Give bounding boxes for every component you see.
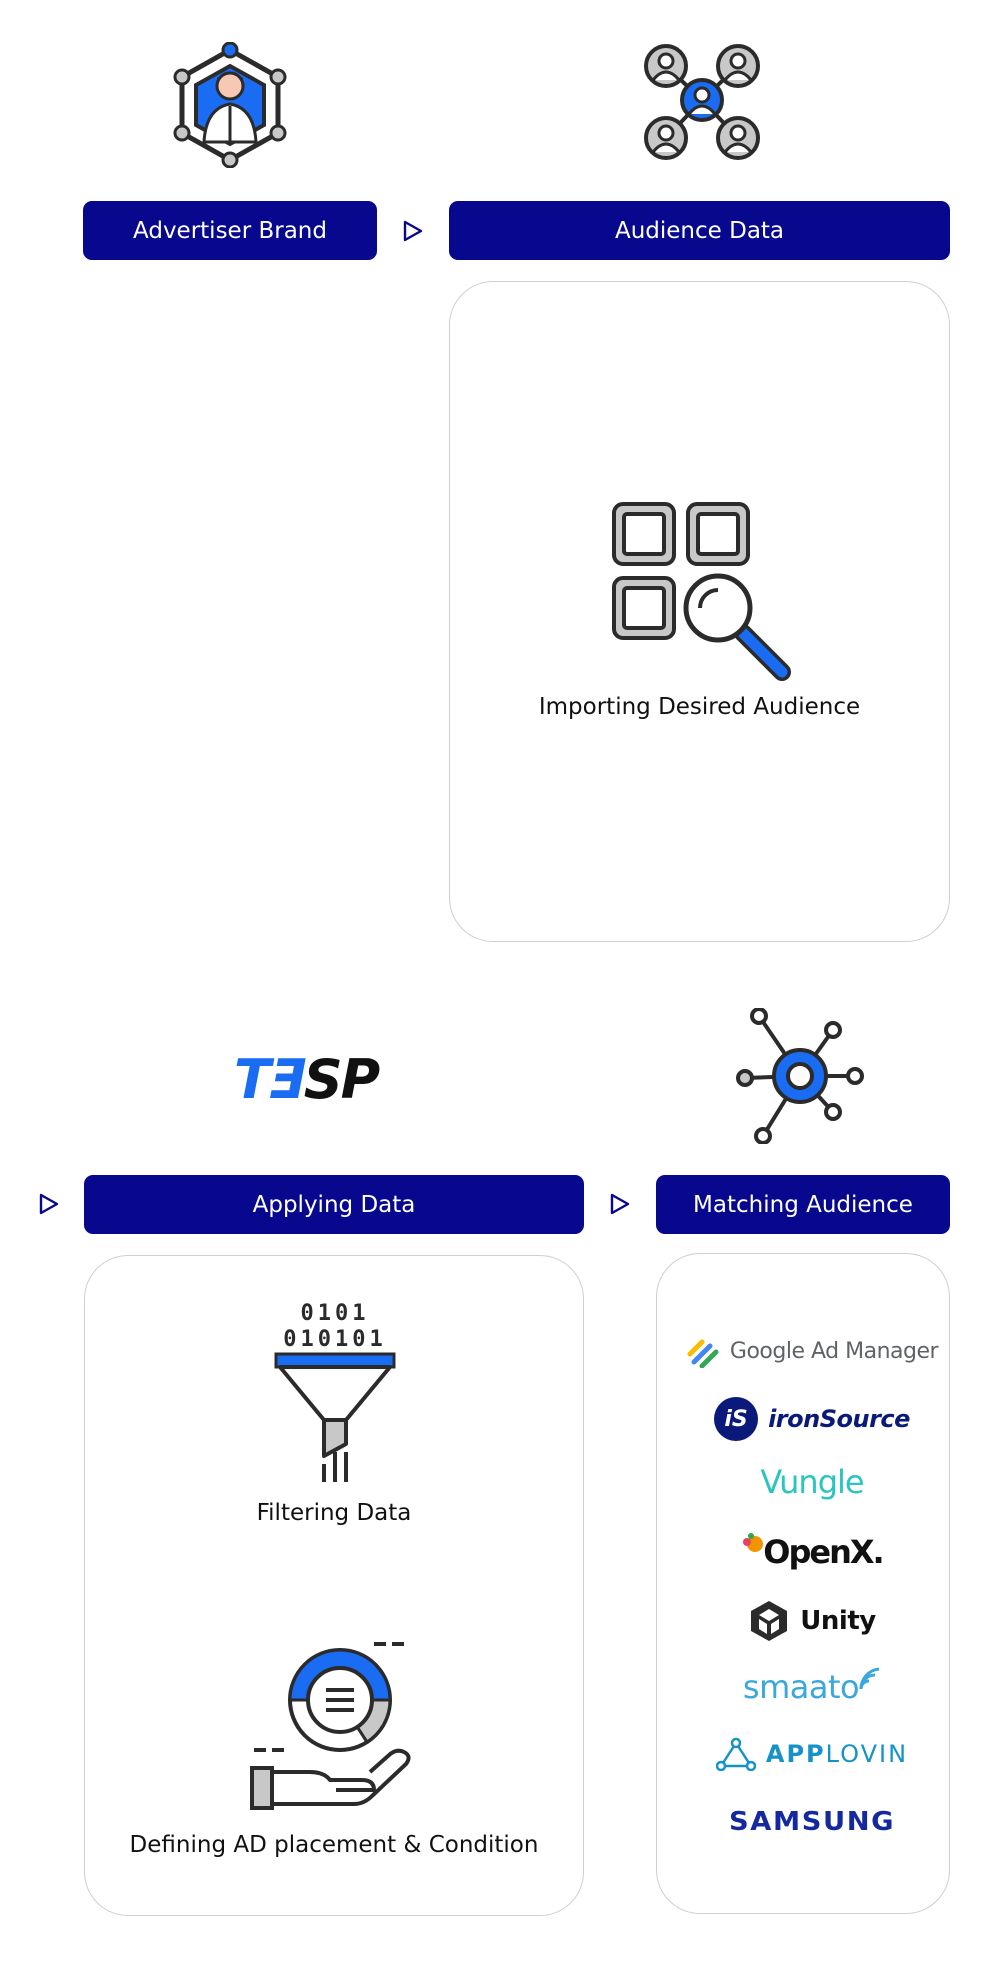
audience-network-icon — [644, 44, 760, 160]
applovin-name-light: LOVIN — [825, 1740, 909, 1768]
tdsp-logo-part2: SP — [303, 1047, 380, 1111]
flow-arrow-icon — [403, 220, 423, 242]
tdsp-logo-part1: TƎ — [234, 1047, 306, 1111]
matching-audience-label: Matching Audience — [693, 1191, 913, 1218]
partner-vungle: Vungle — [664, 1460, 960, 1504]
samsung-name: SAMSUNG — [728, 1807, 896, 1837]
audience-data-pill: Audience Data — [449, 201, 950, 260]
partner-samsung: SAMSUNG — [664, 1800, 960, 1844]
partner-google-ad-manager: Google Ad Manager — [664, 1330, 960, 1372]
ironsource-icon: iS — [714, 1397, 759, 1441]
smaato-signal-icon — [859, 1667, 880, 1690]
importing-audience-caption: Importing Desired Audience — [538, 694, 861, 720]
unity-name: Unity — [800, 1606, 876, 1636]
applying-data-pill: Applying Data — [84, 1175, 584, 1234]
partner-openx: OpenX. — [664, 1526, 960, 1578]
partner-applovin: APPLOVIN — [664, 1732, 960, 1776]
ad-placement-caption: Defining AD placement & Condition — [129, 1832, 539, 1858]
matching-audience-pill: Matching Audience — [656, 1175, 950, 1234]
openx-name: OpenX. — [763, 1533, 884, 1571]
advertiser-brand-icon — [173, 42, 287, 168]
google-ad-manager-name: Google Ad Manager — [729, 1338, 939, 1364]
audience-data-label: Audience Data — [614, 217, 785, 244]
flow-arrow-icon — [610, 1193, 630, 1215]
ironsource-name: ironSource — [768, 1405, 910, 1433]
smaato-name: smaato — [742, 1668, 860, 1706]
binary-bottom-text: 010101 — [283, 1327, 386, 1352]
unity-cube-icon — [751, 1601, 788, 1641]
partner-smaato: smaato — [664, 1664, 960, 1710]
vungle-name: Vungle — [760, 1463, 864, 1501]
ad-placement-hand-icon — [250, 1642, 411, 1810]
advertiser-brand-label: Advertiser Brand — [133, 217, 327, 244]
ironsource-badge-text: iS — [724, 1406, 748, 1432]
partner-ironsource: iS ironSource — [664, 1396, 960, 1442]
applovin-icon — [715, 1737, 756, 1771]
grid-search-icon — [612, 502, 791, 681]
filtering-data-caption: Filtering Data — [256, 1500, 412, 1526]
hub-network-icon — [736, 1008, 864, 1144]
google-ad-manager-icon — [687, 1339, 719, 1368]
binary-top-text: 0101 — [301, 1301, 370, 1326]
applovin-name-bold: APP — [765, 1740, 826, 1768]
partner-unity: Unity — [664, 1596, 960, 1646]
openx-dots-icon — [743, 1533, 764, 1552]
flow-arrow-icon — [39, 1193, 59, 1215]
applying-data-label: Applying Data — [252, 1191, 416, 1218]
advertiser-brand-pill: Advertiser Brand — [83, 201, 377, 260]
filter-funnel-icon: 0101 010101 — [274, 1301, 396, 1482]
